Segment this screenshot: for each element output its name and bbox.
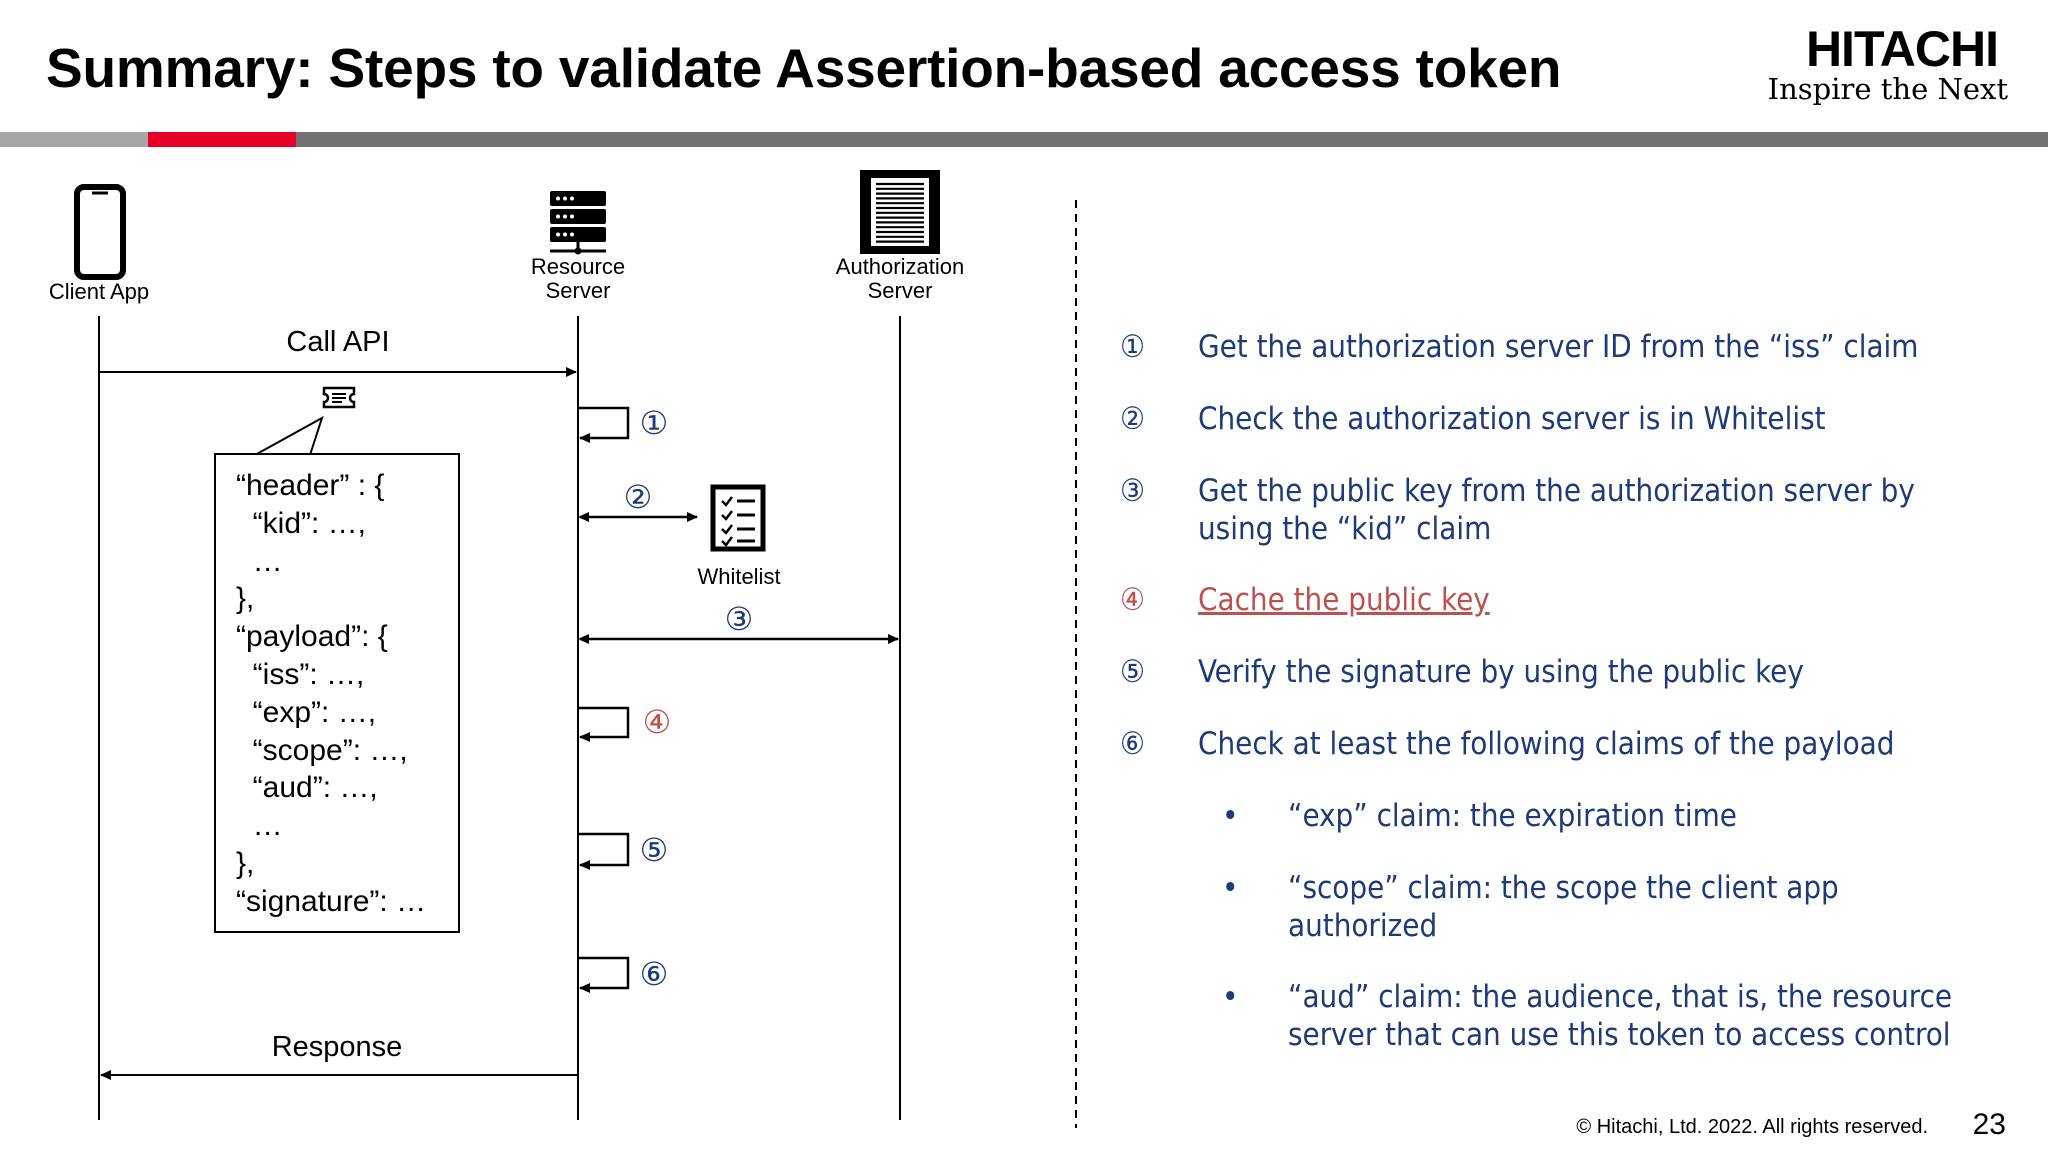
- claim-text: “scope” claim: the scope the client app …: [1288, 870, 1839, 944]
- ticket-icon: [322, 386, 356, 409]
- token-line: “payload”: {: [236, 620, 388, 654]
- token-line: “kid”: …,: [236, 506, 367, 540]
- self-loop-step5: [578, 832, 630, 870]
- call-api-label: Call API: [286, 326, 389, 358]
- diagram-step3-marker: ③: [725, 601, 754, 637]
- token-line: “scope”: …,: [236, 733, 408, 767]
- step-number: ⑥: [1120, 726, 1146, 762]
- self-loop-step6: [578, 956, 630, 993]
- phone-icon: [74, 184, 126, 280]
- token-line: “exp”: …,: [236, 695, 377, 729]
- token-line: “iss”: …,: [236, 657, 365, 691]
- step-number: ③: [1120, 473, 1146, 509]
- step-number: ①: [1120, 329, 1146, 365]
- token-payload-callout: “header” : { “kid”: …, …}, “payload”: { “…: [214, 453, 460, 933]
- token-line: …: [236, 544, 283, 578]
- token-line: “header” : {: [236, 469, 385, 502]
- hitachi-logo: HITACHI: [1805, 21, 1999, 77]
- copyright-text: © Hitachi, Ltd. 2022. All rights reserve…: [1576, 1116, 1928, 1138]
- bullet-icon: •: [1222, 798, 1239, 834]
- whitelist-label: Whitelist: [697, 564, 780, 589]
- step-text: Check at least the following claims of t…: [1198, 726, 1895, 762]
- checklist-icon: [710, 484, 766, 552]
- resource-server-label-line2: Server: [546, 278, 611, 303]
- token-line: “signature”: …: [236, 884, 427, 918]
- diagram-step1-marker: ①: [640, 405, 669, 441]
- step-text: Get the public key from the authorizatio…: [1198, 473, 1915, 547]
- authorization-server-label-line1: Authorization: [836, 254, 964, 279]
- bullet-icon: •: [1222, 870, 1239, 906]
- diagram-step2-marker: ②: [624, 479, 653, 515]
- authorization-server-label-line2: Server: [868, 278, 933, 303]
- bar-red-segment: [148, 132, 296, 147]
- step-text: Check the authorization server is in Whi…: [1198, 401, 1826, 437]
- resource-server-label-line1: Resource: [531, 254, 625, 279]
- diagram-step6-marker: ⑥: [640, 956, 669, 992]
- server-slot-lines: [876, 182, 924, 243]
- step-number: ⑤: [1120, 654, 1146, 690]
- diagram-step4-marker: ④: [643, 704, 672, 740]
- page-number: 23: [1972, 1108, 2006, 1141]
- step-number: ④: [1120, 582, 1146, 618]
- step-text: Cache the public key: [1198, 582, 1490, 618]
- claim-text: “exp” claim: the expiration time: [1288, 798, 1737, 834]
- authorization-server-icon: [860, 170, 940, 254]
- step-number: ②: [1120, 401, 1146, 437]
- claim-text: “aud” claim: the audience, that is, the …: [1288, 979, 1953, 1053]
- server-rack-icon: [550, 191, 606, 255]
- self-loop-step4: [578, 706, 630, 742]
- self-loop-step1: [578, 406, 630, 443]
- token-line: },: [236, 582, 255, 616]
- callout-pointer: [254, 415, 324, 456]
- bullet-icon: •: [1222, 979, 1239, 1015]
- bar-dark-segment: [296, 132, 2048, 147]
- page-title: Summary: Steps to validate Assertion-bas…: [46, 37, 1562, 99]
- step-text: Verify the signature by using the public…: [1198, 654, 1804, 690]
- token-line: …: [236, 809, 283, 843]
- token-line: “aud”: …,: [236, 771, 378, 805]
- response-label: Response: [272, 1031, 403, 1063]
- token-line: },: [236, 846, 255, 880]
- diagram-step5-marker: ⑤: [640, 832, 669, 868]
- header-divider-bar: [0, 132, 2048, 147]
- step-text: Get the authorization server ID from the…: [1198, 329, 1919, 365]
- bar-gray-segment: [0, 132, 148, 147]
- client-app-label: Client App: [49, 279, 149, 304]
- logo-tagline: Inspire the Next: [1767, 72, 2008, 106]
